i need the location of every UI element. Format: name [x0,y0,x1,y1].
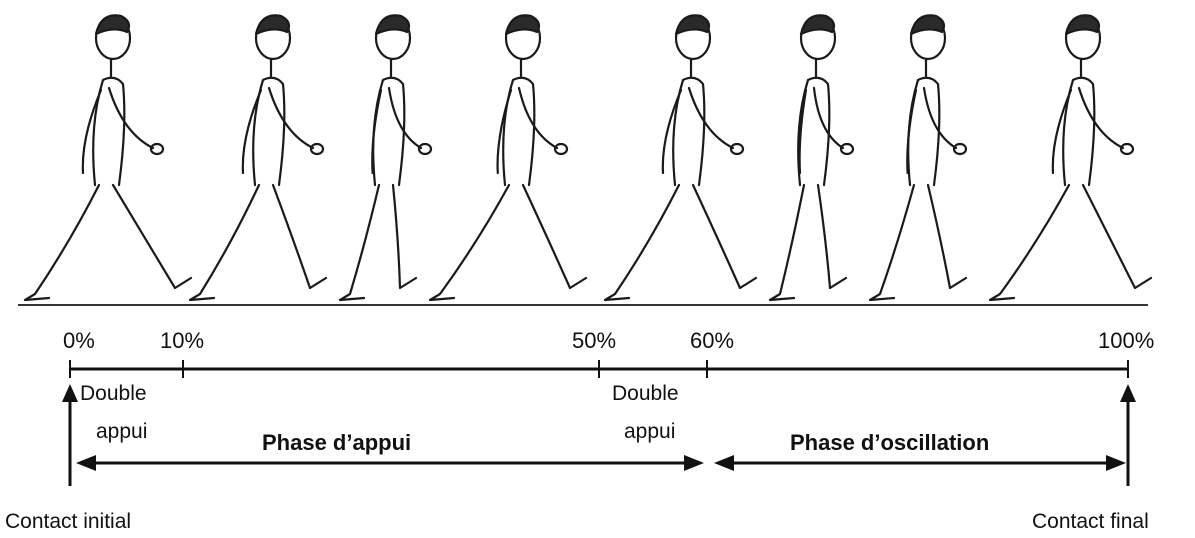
double-appui-2-line1: Double [612,382,679,405]
phase-oscillation-label: Phase d’oscillation [790,430,989,455]
walking-figure-7 [870,15,966,300]
walking-figure-8 [990,15,1151,300]
contact-initial-label: Contact initial [5,510,131,533]
walking-figure-1 [25,15,191,300]
phase-oscillation-arrowhead-left [714,455,734,471]
phase-appui-label: Phase d’appui [262,430,411,455]
walking-figure-2 [190,15,326,300]
tick-label-0: 0% [63,328,95,353]
contact-final-label: Contact final [1032,510,1149,533]
tick-label-10: 10% [160,328,204,353]
phase-appui-arrowhead-left [76,455,96,471]
walking-figures [25,15,1151,300]
tick-label-50: 50% [572,328,616,353]
double-appui-1-line2: appui [96,420,147,443]
walking-figure-5 [605,15,756,300]
phase-oscillation-arrowhead-right [1106,455,1126,471]
tick-label-100: 100% [1098,328,1154,353]
double-appui-2-line2: appui [624,420,675,443]
tick-label-60: 60% [690,328,734,353]
double-appui-1-line1: Double [80,382,147,405]
walking-figure-4 [430,15,586,300]
walking-figure-6 [770,15,853,300]
contact-final-arrowhead [1120,384,1136,402]
walking-figure-3 [340,15,431,300]
contact-initial-arrowhead [62,384,78,402]
phase-appui-arrowhead-right [684,455,704,471]
